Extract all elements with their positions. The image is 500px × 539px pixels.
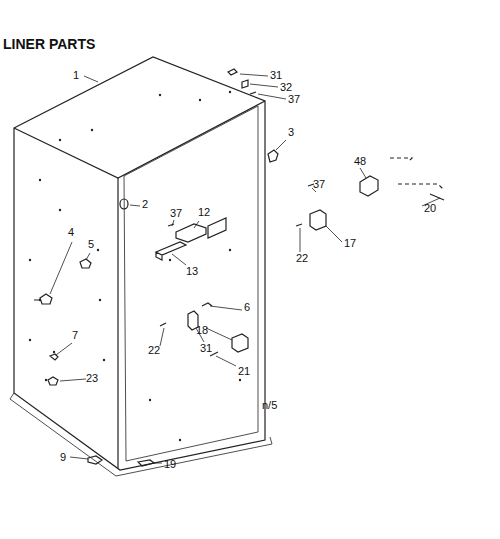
part-17 bbox=[310, 210, 326, 230]
part-32 bbox=[242, 80, 248, 88]
liner-bottom-lip bbox=[10, 393, 272, 476]
diagram-title: LINER PARTS bbox=[3, 36, 95, 52]
callout-number: 31 bbox=[200, 343, 212, 354]
callout-number: 19 bbox=[164, 459, 176, 470]
callout-number: 2 bbox=[142, 199, 148, 210]
callout-number: n/5 bbox=[262, 400, 277, 411]
callout-number: 20 bbox=[424, 203, 436, 214]
callout-number: 7 bbox=[72, 330, 78, 341]
liner-edge bbox=[14, 101, 265, 178]
part-5 bbox=[80, 259, 91, 268]
liner-outline bbox=[14, 57, 265, 470]
part-23 bbox=[48, 377, 58, 385]
liner-edge bbox=[117, 178, 118, 468]
callout-number: 22 bbox=[296, 253, 308, 264]
part-3 bbox=[268, 150, 278, 162]
part-22b bbox=[296, 224, 302, 226]
part-9 bbox=[88, 456, 102, 464]
callout-number: 23 bbox=[86, 373, 98, 384]
callout-number: 6 bbox=[244, 302, 250, 313]
callout-number: 22 bbox=[148, 345, 160, 356]
callout-number: 9 bbox=[60, 452, 66, 463]
liner-holes bbox=[29, 91, 241, 441]
callout-number: 37 bbox=[170, 208, 182, 219]
leader-lines bbox=[50, 74, 440, 463]
part-6 bbox=[202, 303, 212, 306]
part-13 bbox=[156, 242, 186, 260]
part-22 bbox=[160, 323, 166, 326]
part-4 bbox=[34, 294, 52, 304]
callout-number: 3 bbox=[288, 127, 294, 138]
part-19 bbox=[138, 460, 154, 466]
callout-number: 13 bbox=[186, 266, 198, 277]
callout-number: 5 bbox=[88, 239, 94, 250]
part-37 bbox=[250, 92, 256, 94]
callout-number: 18 bbox=[196, 325, 208, 336]
callout-number: 37 bbox=[288, 94, 300, 105]
part-20-guide bbox=[390, 158, 444, 190]
callout-number: 37 bbox=[313, 179, 325, 190]
callout-number: 31 bbox=[270, 70, 282, 81]
part-bracket bbox=[208, 218, 226, 238]
callout-number: 1 bbox=[73, 70, 79, 81]
part-31b bbox=[228, 69, 237, 75]
part-12 bbox=[176, 224, 206, 242]
part-18 bbox=[232, 334, 248, 352]
part-2 bbox=[120, 199, 128, 209]
liner-flange bbox=[124, 106, 258, 461]
part-37c bbox=[168, 224, 174, 226]
callout-number: 32 bbox=[280, 82, 292, 93]
callout-number: 4 bbox=[68, 227, 74, 238]
callout-number: 48 bbox=[354, 156, 366, 167]
callout-number: 21 bbox=[238, 366, 250, 377]
callout-number: 12 bbox=[198, 207, 210, 218]
part-48 bbox=[360, 176, 378, 196]
callout-number: 17 bbox=[344, 238, 356, 249]
